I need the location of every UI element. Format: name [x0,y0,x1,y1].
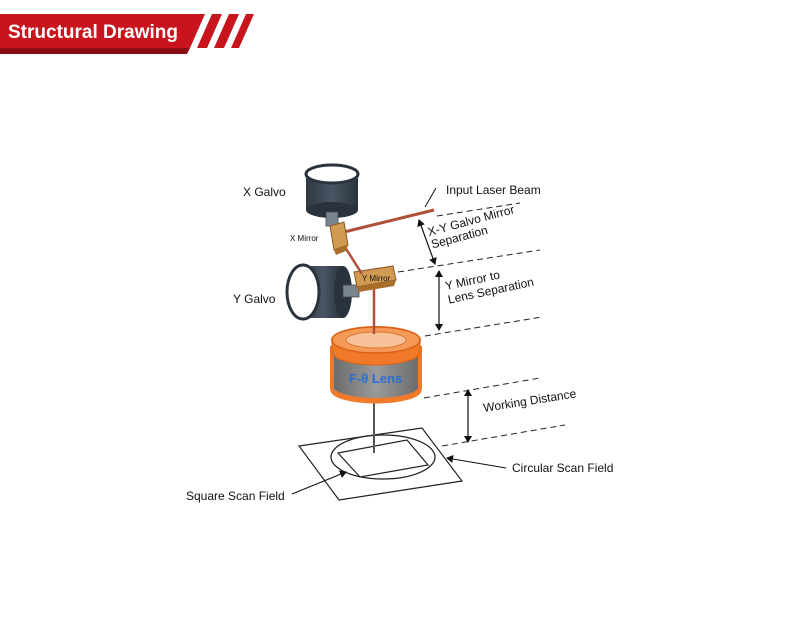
x-mirror-label: X Mirror [290,234,319,243]
square-field-label: Square Scan Field [186,489,285,503]
working-distance-label: Working Distance [482,386,577,415]
x-galvo [304,163,360,227]
input-beam-pointer [424,187,437,208]
scan-field-plate [297,427,464,501]
lens-label: F-θ Lens [349,371,402,386]
square-scan-field [336,439,430,478]
input-beam-label: Input Laser Beam [446,183,541,197]
input-laser-beam [339,208,435,235]
circular-field-pointer [446,455,507,469]
f-theta-lens: F-θ Lens [330,326,422,404]
circular-field-label: Circular Scan Field [512,461,613,475]
y-mirror: Y Mirror [353,265,397,292]
y-galvo-label: Y Galvo [233,292,276,306]
square-field-pointer [291,470,347,495]
reference-lines [397,202,566,447]
page-title: Structural Drawing [8,22,178,43]
svg-text:Working Distance: Working Distance [482,386,577,415]
header-banner: Structural Drawing [0,14,254,54]
x-mirror [329,221,349,255]
x-galvo-label: X Galvo [243,185,286,199]
ylens-separation-label: Y Mirror to Lens Separation [444,268,535,307]
circular-scan-field [330,434,436,480]
y-mirror-label: Y Mirror [362,274,391,283]
xy-separation-label: X-Y Galvo Mirror Separation [426,202,516,251]
xy-separation-arrow [417,219,437,265]
y-galvo [285,263,360,321]
